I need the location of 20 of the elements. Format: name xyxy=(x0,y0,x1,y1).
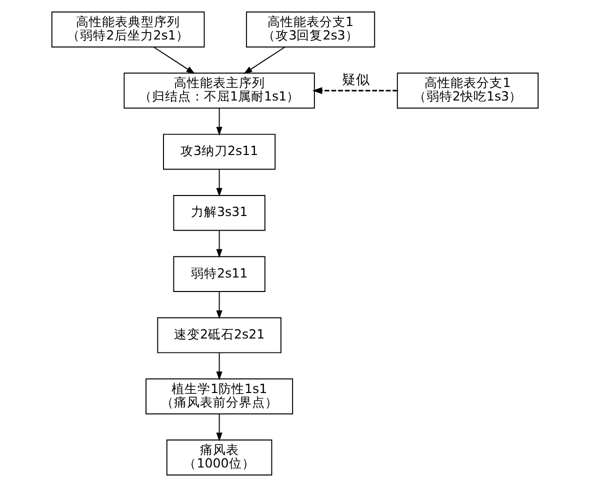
node-box: 高性能表主序列 （归结点：不屈1属耐1s1） xyxy=(123,72,314,109)
arrow xyxy=(216,169,222,197)
arrow xyxy=(216,291,222,320)
arrow xyxy=(216,108,222,136)
arrow xyxy=(152,46,195,74)
arrow xyxy=(216,414,222,442)
node-box: 高性能表分支1 （弱特2快吃1s3） xyxy=(396,72,538,109)
node-box: 弱特2s11 xyxy=(172,256,265,292)
edge-label: 疑似 xyxy=(341,72,370,88)
arrow xyxy=(312,87,397,94)
node-box: 高性能表分支1 （攻3回复2s3） xyxy=(245,12,375,48)
node-box: 速变2砥石2s21 xyxy=(156,317,281,354)
node-box: 高性能表典型序列 （弱特2后坐力2s1） xyxy=(50,12,204,48)
arrow xyxy=(216,230,222,258)
node-box: 植生学1防性1s1 （痛风表前分界点） xyxy=(145,378,293,414)
node-box: 攻3纳刀2s11 xyxy=(162,134,276,170)
node-box: 力解3s31 xyxy=(172,194,265,231)
arrow xyxy=(216,352,222,380)
arrow xyxy=(243,46,285,74)
node-box: 痛风表 （1000位） xyxy=(166,440,272,476)
